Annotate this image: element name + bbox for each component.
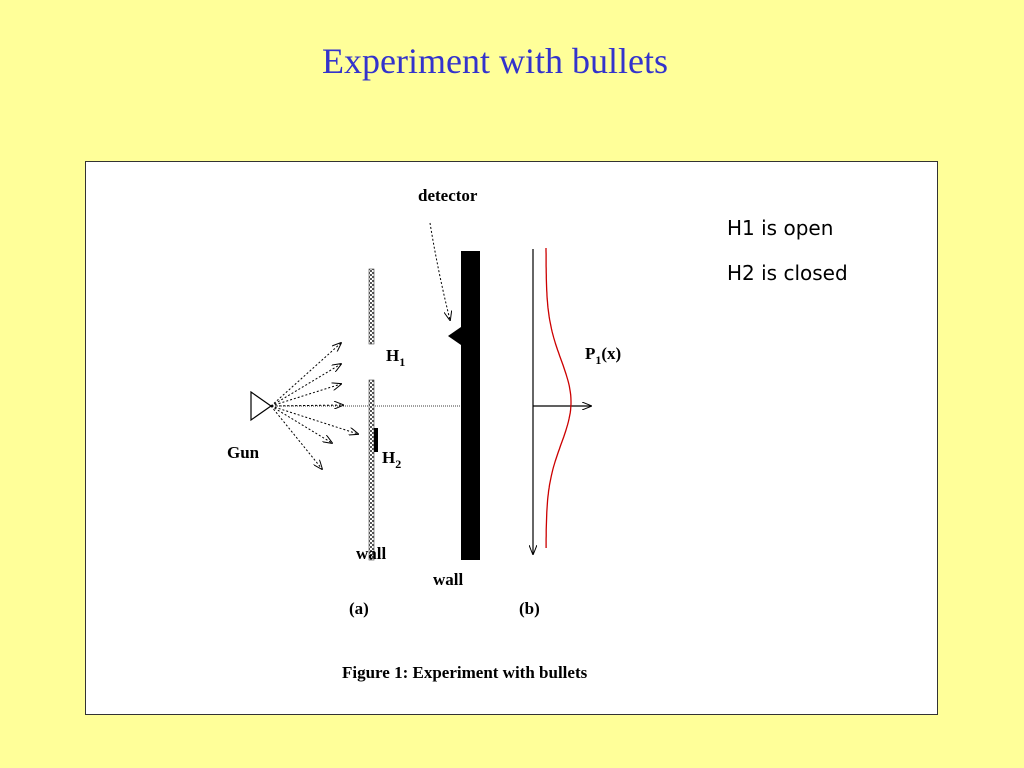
p1-curve bbox=[545, 248, 572, 548]
detector-icon bbox=[448, 327, 461, 345]
gun-label: Gun bbox=[227, 443, 260, 462]
wall-a-label: wall bbox=[356, 544, 387, 563]
trajectory-line bbox=[270, 405, 358, 434]
gun-icon bbox=[250, 390, 273, 422]
h1-label: H1 bbox=[386, 346, 405, 369]
trajectory-line bbox=[270, 405, 322, 469]
p1-label: P1(x) bbox=[585, 344, 621, 367]
figure-panel: detector H1 H2 Gun wall wall (a) (b) P1(… bbox=[85, 161, 938, 715]
h2-status-text: H2 is closed bbox=[727, 261, 848, 285]
slide-title: Experiment with bullets bbox=[322, 41, 668, 81]
experiment-diagram: detector H1 H2 Gun wall wall (a) (b) P1(… bbox=[227, 186, 848, 682]
trajectory-line bbox=[270, 364, 341, 407]
detector-pointer bbox=[429, 222, 450, 320]
h1-status-text: H1 is open bbox=[727, 216, 833, 240]
wall-b-label: wall bbox=[433, 570, 464, 589]
panel-a-label: (a) bbox=[349, 599, 369, 618]
wall-a-top bbox=[368, 268, 375, 345]
h2-closure bbox=[374, 428, 378, 452]
figure-caption: Figure 1: Experiment with bullets bbox=[342, 663, 588, 682]
panel-b-label: (b) bbox=[519, 599, 540, 618]
detector-label: detector bbox=[418, 186, 478, 205]
wall-b bbox=[461, 251, 480, 560]
wall-a-bottom bbox=[368, 379, 375, 561]
h2-label: H2 bbox=[382, 448, 401, 471]
trajectory-line bbox=[270, 384, 341, 407]
bullet-trajectories bbox=[270, 343, 358, 469]
trajectory-line bbox=[270, 405, 332, 443]
trajectory-line bbox=[270, 343, 341, 407]
